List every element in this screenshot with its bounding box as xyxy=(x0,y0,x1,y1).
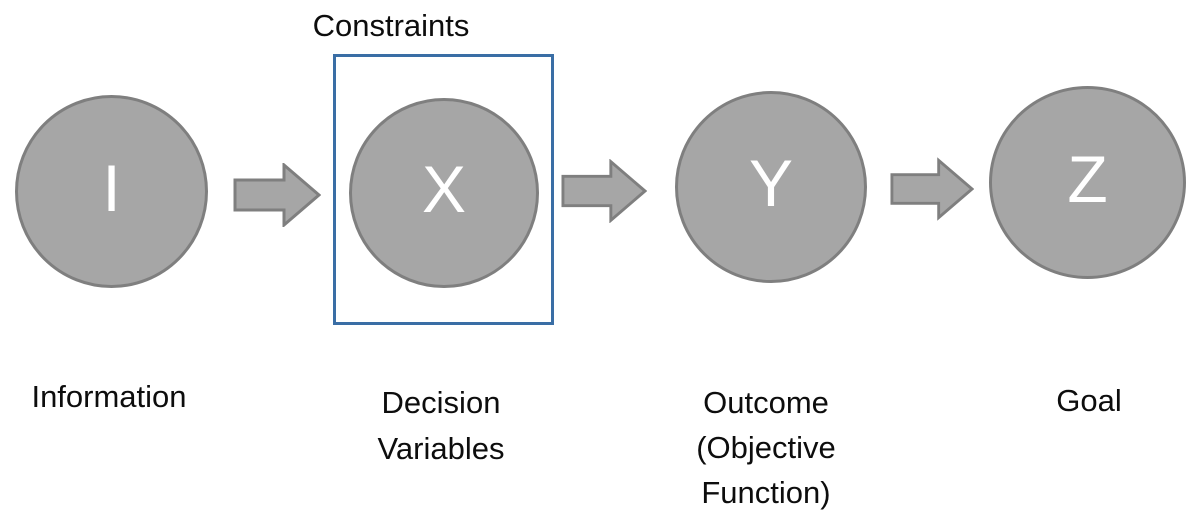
caption-line: (Objective xyxy=(696,430,836,465)
caption-line: Variables xyxy=(377,431,505,466)
caption-outcome-objective-function: Outcome (Objective Function) xyxy=(656,380,876,515)
node-letter-y: Y xyxy=(748,146,794,220)
caption-information: Information xyxy=(0,374,219,420)
caption-goal: Goal xyxy=(979,378,1199,424)
constraints-box xyxy=(333,54,554,325)
node-circle-outcome: Y xyxy=(675,91,867,283)
node-circle-decision-variables: X xyxy=(349,98,539,288)
right-arrow-icon xyxy=(561,159,647,223)
right-arrow-icon xyxy=(233,163,321,227)
node-letter-z: Z xyxy=(1067,141,1108,216)
caption-line: Decision xyxy=(381,385,501,420)
node-letter-i: I xyxy=(102,150,121,225)
caption-line: Information xyxy=(31,379,187,414)
node-letter-x: X xyxy=(421,152,467,226)
caption-line: Function) xyxy=(701,475,831,510)
right-arrow-icon xyxy=(890,157,974,221)
caption-line: Goal xyxy=(1056,383,1122,418)
caption-decision-variables: Decision Variables xyxy=(331,380,551,472)
constraints-label: Constraints xyxy=(312,8,470,43)
node-circle-information: I xyxy=(15,95,208,288)
caption-line: Outcome xyxy=(703,385,829,420)
node-circle-goal: Z xyxy=(989,86,1186,279)
